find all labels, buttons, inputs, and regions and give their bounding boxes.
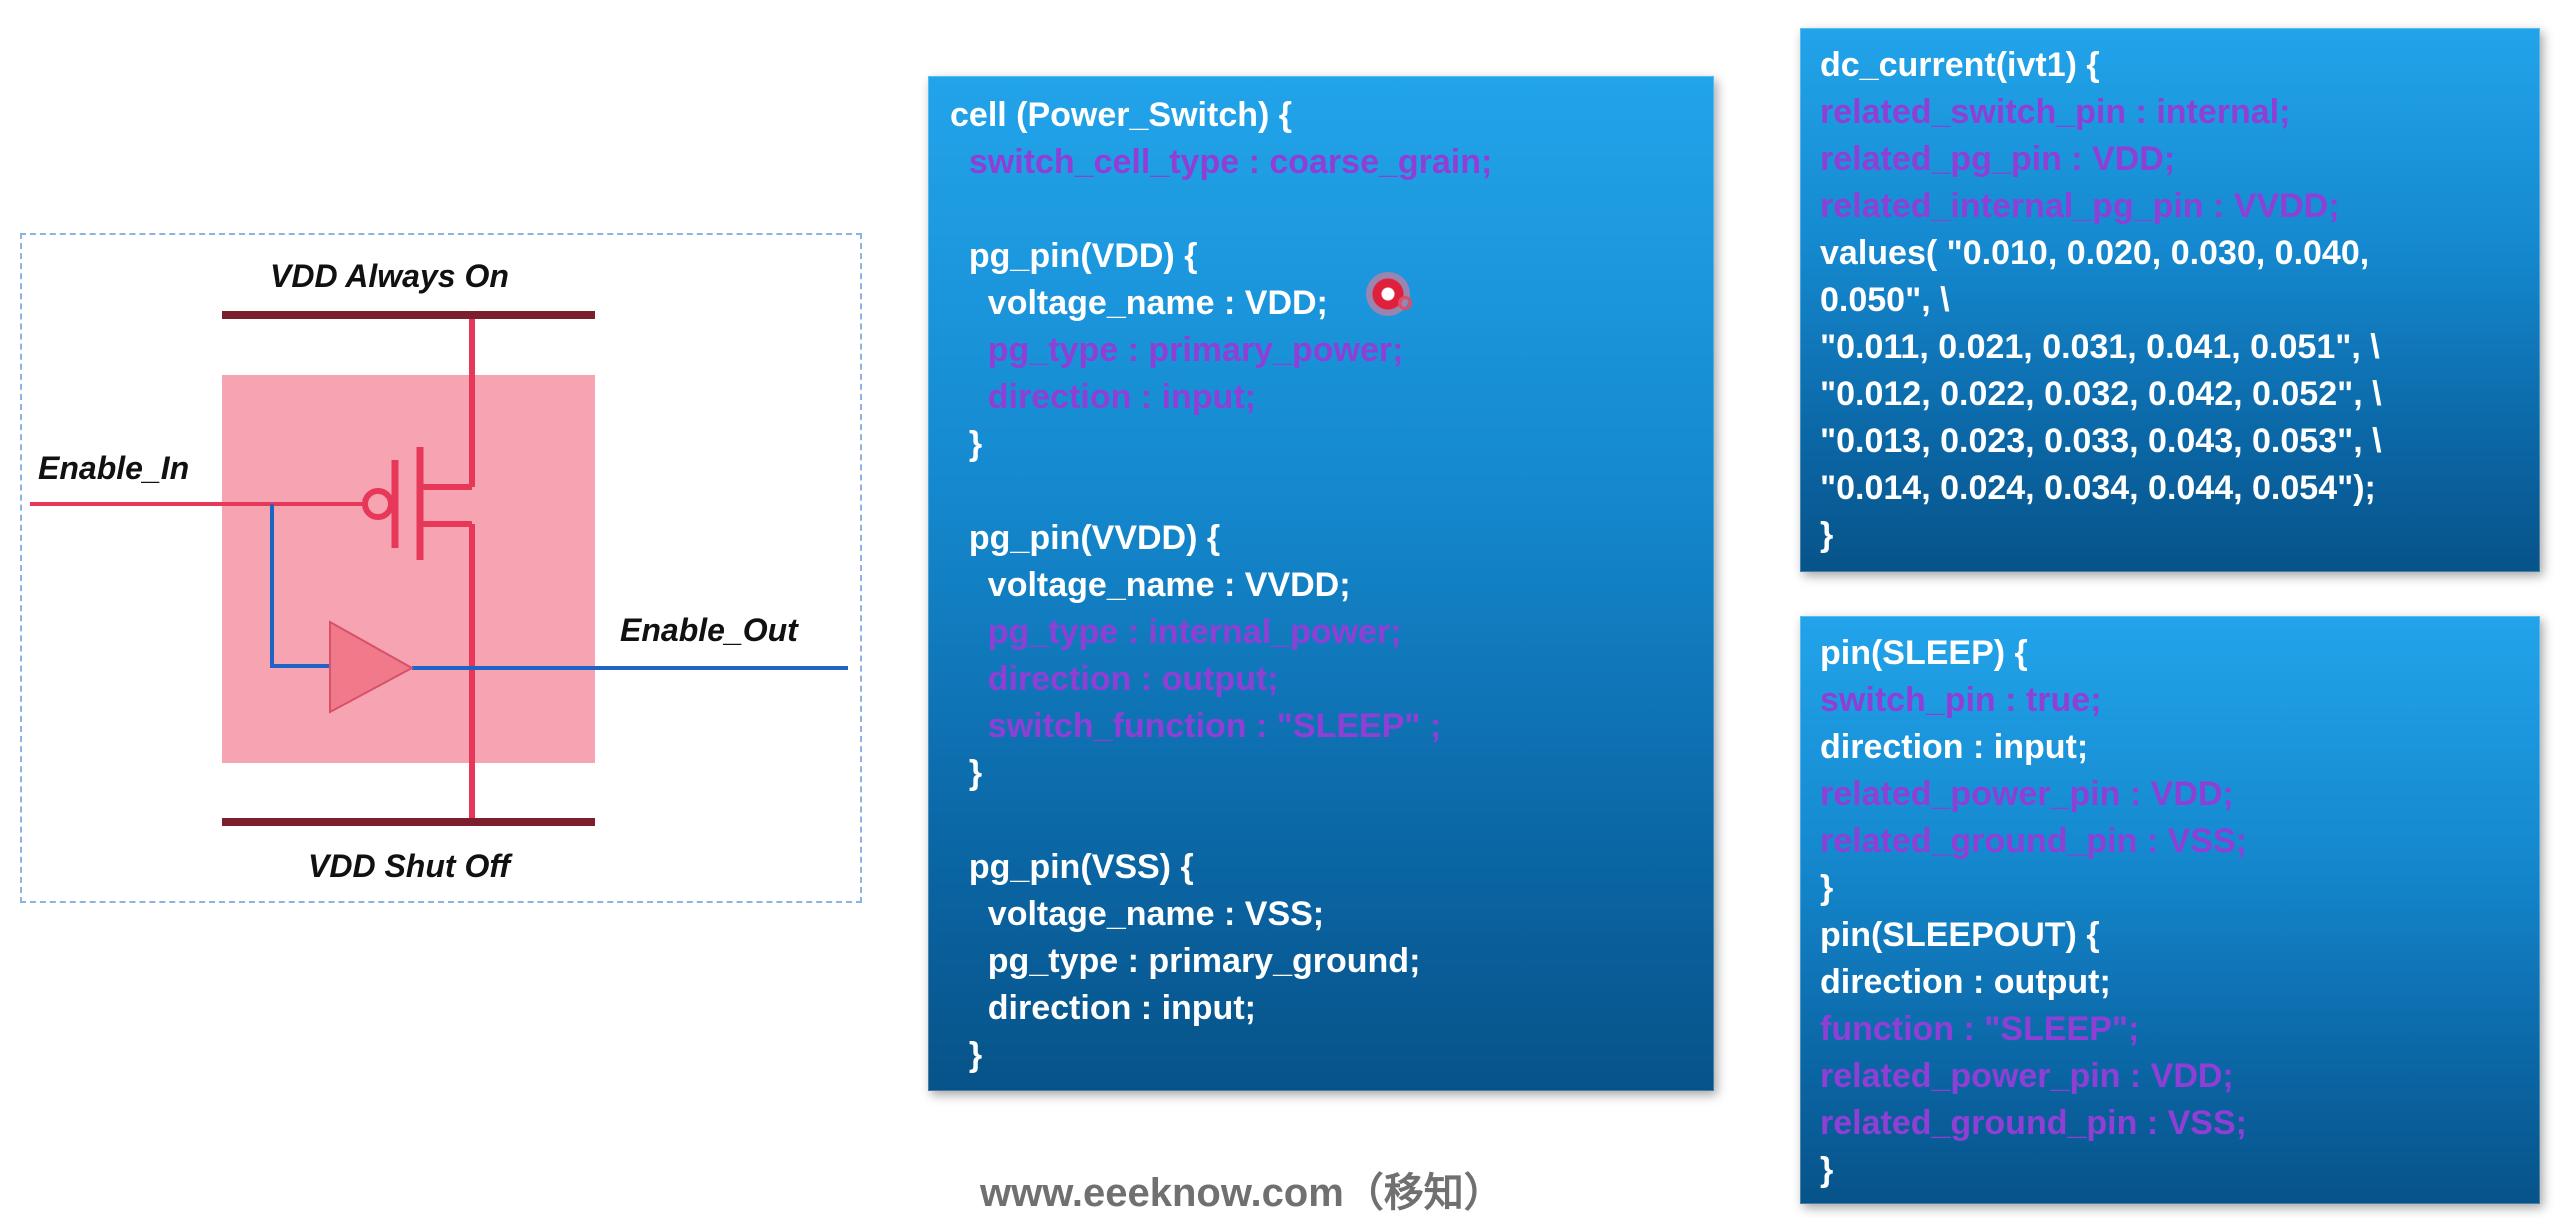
watermark: www.eeeknow.com（移知） bbox=[980, 1171, 1504, 1215]
buffer-triangle bbox=[329, 620, 415, 714]
vdd-shut-off-rail bbox=[222, 818, 595, 826]
code-line: dc_current(ivt1) { bbox=[1820, 46, 2100, 84]
code-line: related_switch_pin : internal; bbox=[1820, 93, 2291, 131]
code-line: } bbox=[1820, 869, 1834, 907]
code-line: cell (Power_Switch) { bbox=[950, 96, 1292, 134]
code-line: related_power_pin : VDD; bbox=[1820, 775, 2234, 813]
code-line: "0.013, 0.023, 0.033, 0.043, 0.053", \ bbox=[1820, 422, 2382, 460]
code-line: related_internal_pg_pin : VVDD; bbox=[1820, 187, 2340, 225]
code-line: pin(SLEEPOUT) { bbox=[1820, 916, 2100, 954]
cell-definition-panel: cell (Power_Switch) { switch_cell_type :… bbox=[928, 76, 1714, 1091]
code-line: 0.050", \ bbox=[1820, 281, 1950, 319]
vdd-shut-off-label: VDD Shut Off bbox=[308, 848, 511, 884]
code-line: pg_pin(VSS) { bbox=[950, 848, 1194, 886]
code-line: function : "SLEEP"; bbox=[1820, 1010, 2140, 1048]
code-line: direction : input; bbox=[950, 378, 1256, 416]
code-line: direction : output; bbox=[950, 660, 1279, 698]
switch-cell-body bbox=[222, 375, 595, 763]
code-line: "0.012, 0.022, 0.032, 0.042, 0.052", \ bbox=[1820, 375, 2382, 413]
code-line: pg_type : internal_power; bbox=[950, 613, 1402, 651]
code-line: pg_type : primary_power; bbox=[950, 331, 1404, 369]
code-line: values( "0.010, 0.020, 0.030, 0.040, bbox=[1820, 234, 2370, 272]
enable-out-label: Enable_Out bbox=[620, 612, 798, 648]
code-line: } bbox=[1820, 516, 1834, 554]
code-line: voltage_name : VVDD; bbox=[950, 566, 1351, 604]
code-line: pg_type : primary_ground; bbox=[950, 942, 1421, 980]
code-line: direction : output; bbox=[1820, 963, 2111, 1001]
code-line: } bbox=[950, 425, 983, 463]
code-line bbox=[950, 468, 1714, 515]
enable-in-label: Enable_In bbox=[38, 450, 190, 486]
code-line: related_ground_pin : VSS; bbox=[1820, 1104, 2247, 1142]
code-line: switch_pin : true; bbox=[1820, 681, 2102, 719]
code-line: related_power_pin : VDD; bbox=[1820, 1057, 2234, 1095]
code-line: pin(SLEEP) { bbox=[1820, 634, 2028, 672]
circuit-diagram-frame bbox=[20, 233, 862, 903]
code-line bbox=[950, 186, 1714, 233]
dc-current-panel: dc_current(ivt1) { related_switch_pin : i… bbox=[1800, 28, 2540, 572]
enable-path-wire bbox=[270, 504, 330, 668]
code-line: related_pg_pin : VDD; bbox=[1820, 140, 2176, 178]
code-line: switch_function : "SLEEP" ; bbox=[950, 707, 1442, 745]
code-line: } bbox=[1820, 1151, 1834, 1189]
code-line: } bbox=[950, 754, 983, 792]
code-line: direction : input; bbox=[950, 989, 1256, 1027]
code-line: voltage_name : VDD; bbox=[950, 284, 1328, 322]
pointer-ring-icon bbox=[1398, 296, 1412, 310]
vdd-always-on-label: VDD Always On bbox=[270, 258, 509, 294]
code-line: related_ground_pin : VSS; bbox=[1820, 822, 2247, 860]
code-line: "0.011, 0.021, 0.031, 0.041, 0.051", \ bbox=[1820, 328, 2380, 366]
code-line bbox=[950, 797, 1714, 844]
code-line: direction : input; bbox=[1820, 728, 2089, 766]
code-line: } bbox=[950, 1036, 983, 1074]
code-line: switch_cell_type : coarse_grain; bbox=[950, 143, 1493, 181]
vdd-always-on-rail bbox=[222, 311, 595, 319]
code-line: pg_pin(VVDD) { bbox=[950, 519, 1221, 557]
code-line: "0.014, 0.024, 0.034, 0.044, 0.054"); bbox=[1820, 469, 2376, 507]
code-line: pg_pin(VDD) { bbox=[950, 237, 1198, 275]
code-line: voltage_name : VSS; bbox=[950, 895, 1325, 933]
pin-definition-panel: pin(SLEEP) { switch_pin : true; direction … bbox=[1800, 616, 2540, 1204]
